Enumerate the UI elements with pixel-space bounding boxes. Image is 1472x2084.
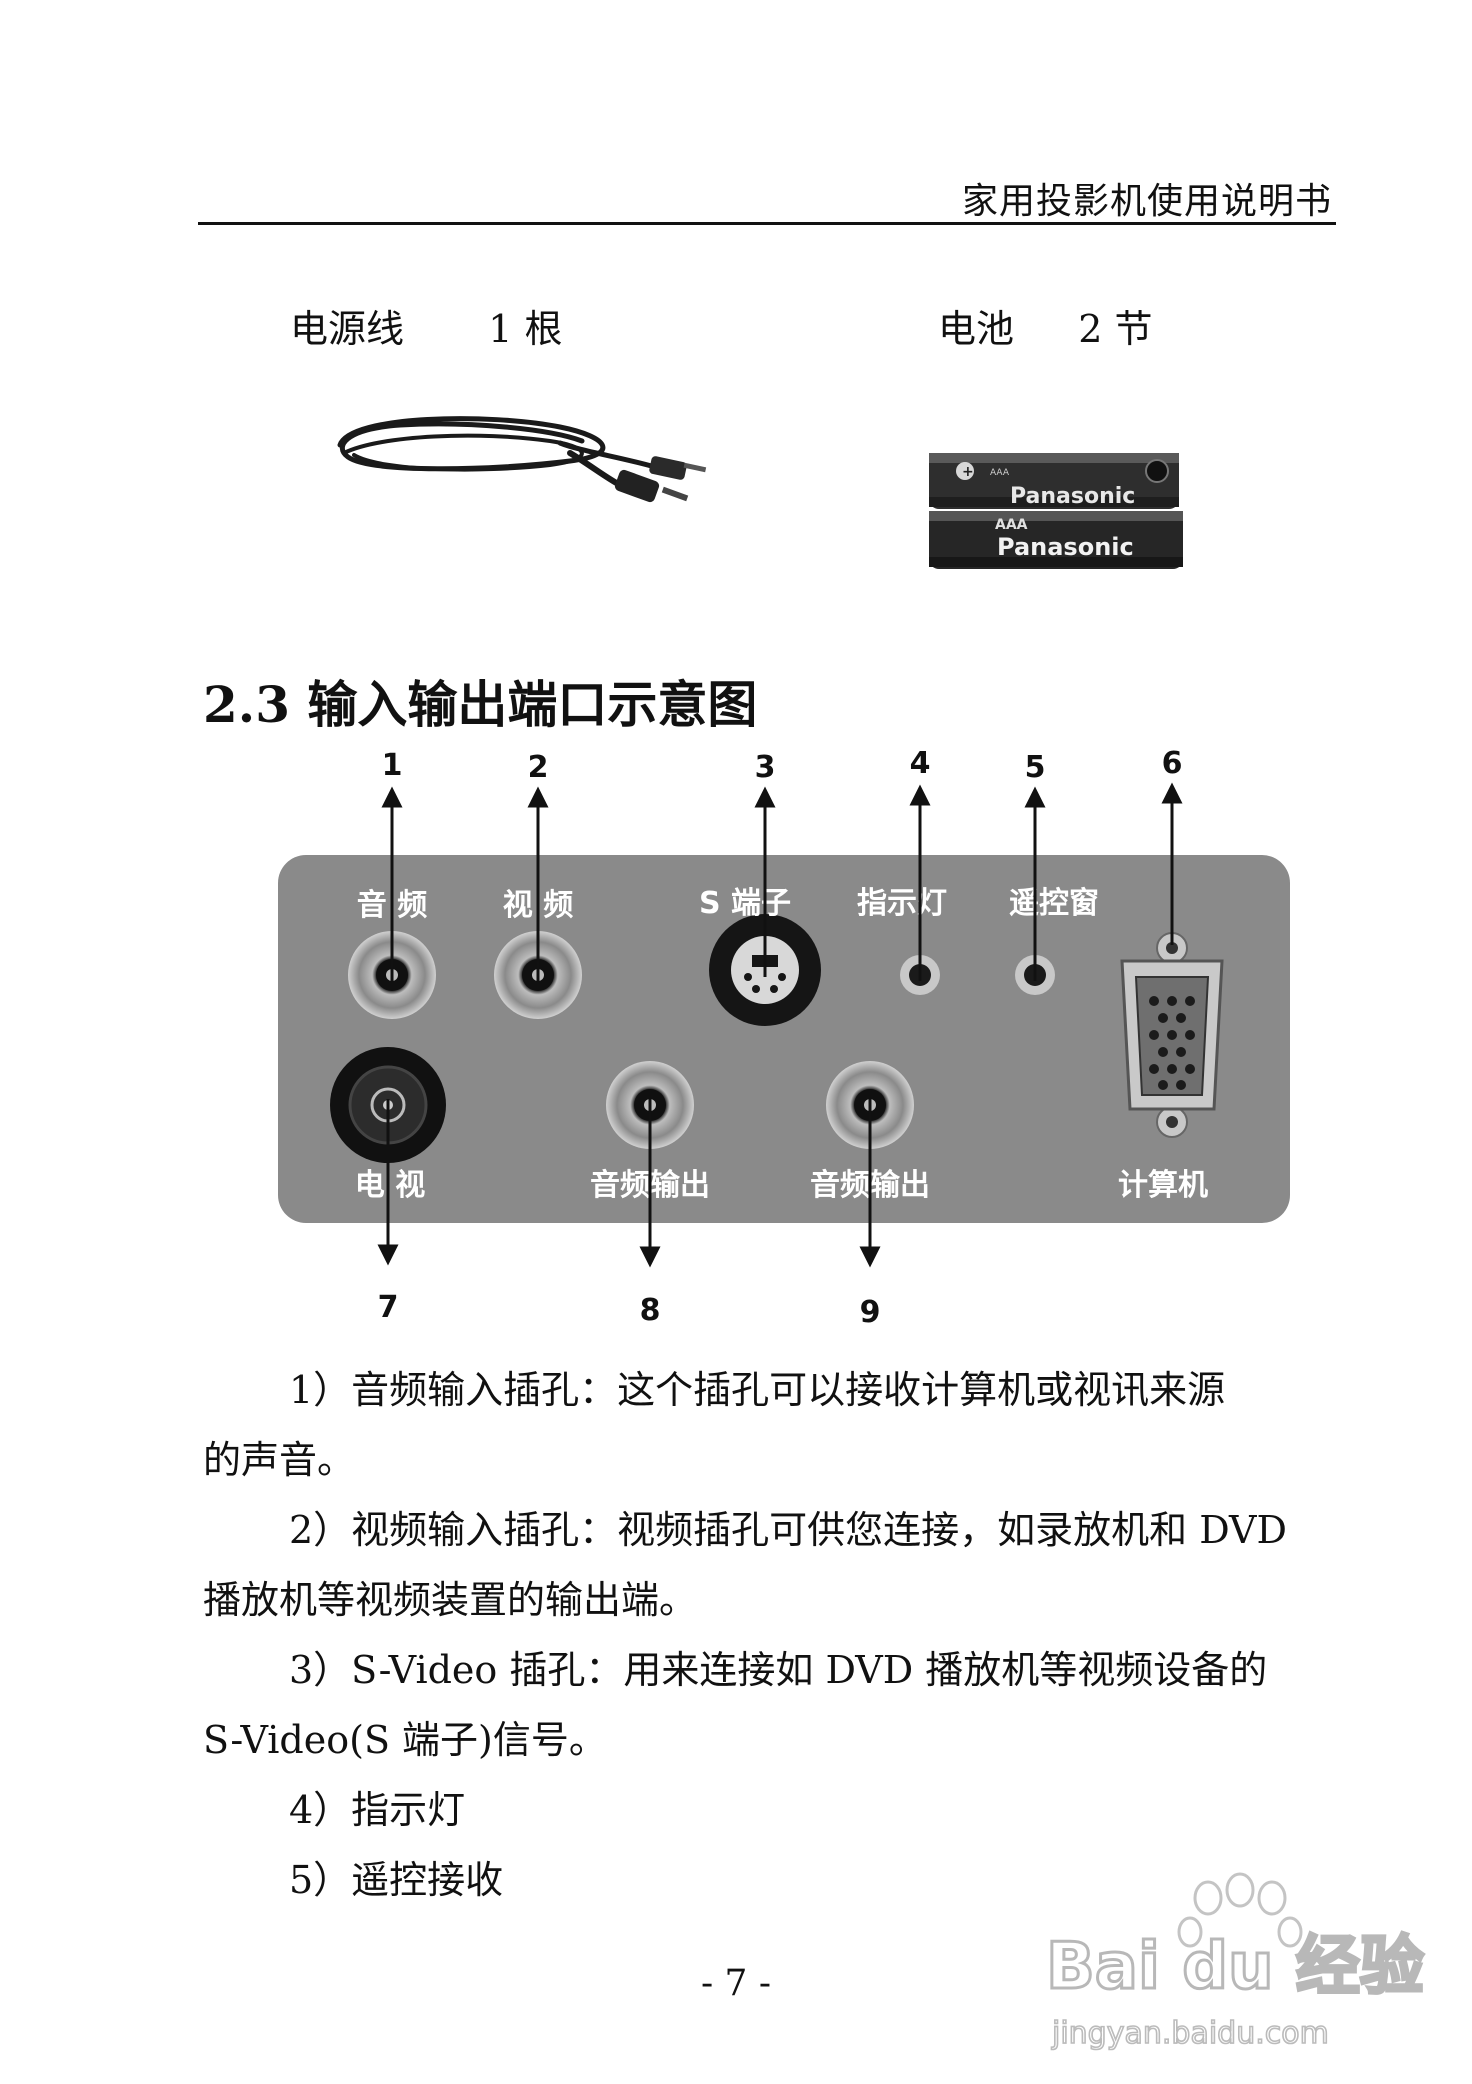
label-s-terminal: S 端子 [699, 886, 791, 921]
accessory-power-cord: 电源线 1 根 [290, 298, 562, 353]
header-rule [198, 222, 1336, 225]
accessory-name: 电源线 [290, 307, 405, 351]
svg-text:+: + [962, 464, 974, 480]
callout-number-8: 8 [640, 1293, 661, 1328]
label-computer: 计算机 [1118, 1168, 1208, 1203]
label-indicator: 指示灯 [857, 886, 947, 921]
item-2: 2）视频输入插孔：视频插孔可供您连接，如录放机和 DVD 播放机等视频装置的输出… [203, 1495, 1333, 1635]
page-number: - 7 - [700, 1963, 772, 2004]
battery-size: AAA [995, 517, 1028, 533]
callout-number-4: 4 [910, 746, 931, 781]
callout-number-7: 7 [378, 1290, 399, 1325]
item-line: 3）S-Video 插孔：用来连接如 DVD 播放机等视频设备的 [289, 1648, 1268, 1692]
accessory-name: 电池 [938, 307, 1015, 351]
callout-number-3: 3 [755, 750, 776, 785]
item-line: 4）指示灯 [289, 1788, 466, 1832]
item-4: 4）指示灯 [203, 1775, 1333, 1845]
item-3: 3）S-Video 插孔：用来连接如 DVD 播放机等视频设备的 S-Video… [203, 1635, 1333, 1775]
battery-fineprint-1: AAA [990, 468, 1010, 478]
watermark-url: jingyan.baidu.com [1051, 2016, 1329, 2051]
callout-number-9: 9 [860, 1295, 881, 1330]
accessory-qty: 2 节 [1078, 307, 1153, 351]
item-line: 的声音。 [203, 1438, 356, 1482]
callout-number-5: 5 [1025, 750, 1046, 785]
paw-icon [1177, 1872, 1303, 1948]
callout-number-6: 6 [1162, 746, 1183, 781]
item-line: S-Video(S 端子)信号。 [203, 1718, 607, 1762]
item-line: 2）视频输入插孔：视频插孔可供您连接，如录放机和 DVD [289, 1508, 1287, 1552]
battery-brand-1: Panasonic [1010, 484, 1135, 509]
item-line: 5）遥控接收 [289, 1858, 504, 1902]
watermark-brand: Bai du 经验 [1046, 1930, 1424, 2004]
baidu-jingyan-watermark: Bai du 经验 jingyan.baidu.com [1045, 1872, 1425, 2052]
section-title: 2.3 输入输出端口示意图 [203, 675, 758, 734]
item-5: 5）遥控接收 [203, 1845, 1333, 1915]
batteries-image: + AAA Panasonic AAA Panasonic [929, 453, 1183, 569]
item-line: 播放机等视频装置的输出端。 [203, 1578, 698, 1622]
accessory-battery: 电池 2 节 [938, 298, 1152, 353]
item-line: 1）音频输入插孔：这个插孔可以接收计算机或视讯来源 [289, 1368, 1226, 1412]
label-tv: 电 视 [355, 1168, 425, 1203]
accessory-qty: 1 根 [488, 307, 563, 351]
vga-port [1120, 932, 1224, 1138]
callout-number-1: 1 [382, 748, 403, 783]
power-cord-image [337, 416, 707, 503]
port-diagram: 音 频 视 频 S 端子 指示灯 遥控窗 电 视 音频输出 音频输出 计算机 1… [278, 746, 1290, 1330]
callout-number-2: 2 [528, 750, 549, 785]
label-remote: 遥控窗 [1009, 886, 1099, 921]
header-title: 家用投影机使用说明书 [961, 181, 1332, 222]
battery-brand-2: Panasonic [997, 533, 1134, 561]
item-1: 1）音频输入插孔：这个插孔可以接收计算机或视讯来源 的声音。 [203, 1355, 1333, 1495]
